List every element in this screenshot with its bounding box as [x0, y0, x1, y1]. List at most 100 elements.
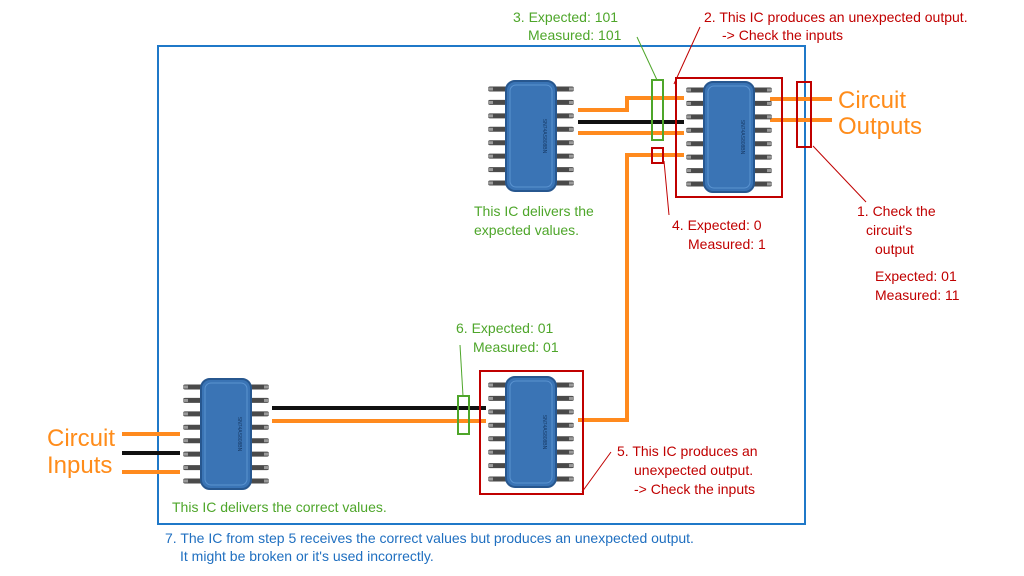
ic-top-right-pin-tip-right-8: [767, 182, 772, 186]
ic-top-left-pin-tip-left-4: [488, 127, 493, 131]
step3-callout-line: [636, 36, 658, 81]
ic-top-left: SN74AS808BN: [488, 80, 574, 192]
ic-bottom-left-pin-tip-left-7: [183, 466, 188, 470]
ic-top-left-pin-tip-right-7: [569, 168, 574, 172]
ic-bottom-left-pin-tip-right-4: [264, 425, 269, 429]
step7-line2: It might be broken or it's used incorrec…: [180, 548, 434, 564]
step1-expected: Expected: 01: [875, 268, 957, 284]
wire-bm-to-tr: [578, 153, 684, 422]
ic-bottom-left-pin-tip-right-6: [264, 452, 269, 456]
step4-probe-box: [651, 147, 664, 164]
step3-probe-box: [651, 79, 664, 141]
ic-top-left-pin-tip-right-1: [569, 87, 574, 91]
ic-top-right-pin-tip-left-6: [686, 155, 691, 159]
ic-bottom-middle-pin-tip-right-8: [569, 477, 574, 481]
step2-line1: 2. This IC produces an unexpected output…: [704, 9, 968, 25]
ic-bottom-left-pin-tip-right-5: [264, 439, 269, 443]
step4-measured: Measured: 1: [688, 236, 766, 252]
ic-top-right-body: [703, 81, 755, 193]
ic-bottom-middle-pin-tip-right-7: [569, 464, 574, 468]
ic-top-right-pin-tip-right-5: [767, 142, 772, 146]
ic-top-left-pin-tip-right-3: [569, 114, 574, 118]
ic-top-left-pin-tip-left-7: [488, 168, 493, 172]
step3-expected: 3. Expected: 101: [513, 9, 618, 25]
ic-top-left-pin-tip-right-5: [569, 141, 574, 145]
ic-bottom-middle-pin-tip-left-7: [488, 464, 493, 468]
ic-bottom-left-note: This IC delivers the correct values.: [172, 499, 387, 515]
ic-top-left-pin-tip-left-2: [488, 100, 493, 104]
wire-tl-to-tr-1: [578, 96, 684, 112]
ic-top-left-bevel: [509, 84, 553, 188]
ic-top-right-pin-tip-left-1: [686, 88, 691, 92]
ic-top-right-pin-tip-left-4: [686, 128, 691, 132]
ic-bottom-left-part-label: SN74AS808BN: [236, 417, 242, 452]
ic-top-right-pin-tip-left-5: [686, 142, 691, 146]
ic-bottom-middle-pin-tip-left-1: [488, 383, 493, 387]
ic-top-right-pin-tip-right-1: [767, 88, 772, 92]
ic-bottom-left-pin-tip-right-3: [264, 412, 269, 416]
ic-bottom-left: SN74AS808BN: [183, 378, 269, 490]
ic-bottom-left-pin-tip-left-6: [183, 452, 188, 456]
ic-top-left-pin-tip-right-4: [569, 127, 574, 131]
callout-lines: [459, 26, 867, 493]
ic-bottom-middle: SN74AS808BN: [488, 376, 574, 488]
ic-bottom-middle-pin-tip-right-1: [569, 383, 574, 387]
step1-callout-line: [812, 145, 867, 203]
ic-bottom-middle-pin-tip-right-5: [569, 437, 574, 441]
ic-top-right-pin-tip-right-7: [767, 169, 772, 173]
circuit-board-frame: [157, 45, 806, 525]
ic-bottom-left-bevel: [204, 382, 248, 486]
step6-probe-box: [457, 395, 470, 435]
ic-bottom-middle-part-label: SN74AS808BN: [541, 415, 547, 450]
ic-bottom-middle-pin-tip-left-6: [488, 450, 493, 454]
highlight-boxes: [457, 77, 812, 495]
ic-top-right-pin-tip-left-8: [686, 182, 691, 186]
step5-line2: unexpected output.: [634, 462, 753, 478]
ic-bottom-left-pin-tip-right-1: [264, 385, 269, 389]
labels: Circuit Outputs Circuit Inputs 1. Check …: [47, 9, 968, 564]
ic-bottom-middle-pin-tip-right-6: [569, 450, 574, 454]
ic-bottom-left-pin-tip-left-3: [183, 412, 188, 416]
step5-callout-line: [581, 451, 612, 493]
ic-bottom-middle-pin-tip-right-3: [569, 410, 574, 414]
ic-top-left-pin-tip-left-5: [488, 141, 493, 145]
ic-top-right-bevel: [707, 85, 751, 189]
ic-bottom-middle-pin-tip-left-3: [488, 410, 493, 414]
ic-top-left-note-line1: This IC delivers the: [474, 203, 594, 219]
ic-bottom-middle-body: [505, 376, 557, 488]
ic-top-right-pin-tip-right-2: [767, 101, 772, 105]
step5-line3: -> Check the inputs: [634, 481, 755, 497]
ic-top-right-pin-tip-right-4: [767, 128, 772, 132]
ic-top-right-pin-tip-right-6: [767, 155, 772, 159]
ic-bottom-middle-bevel: [509, 380, 553, 484]
ic-bottom-left-pin-tip-left-5: [183, 439, 188, 443]
circuit-inputs-label-line1: Circuit: [47, 425, 115, 452]
ic-top-right-pin-tip-right-3: [767, 115, 772, 119]
step1-measured: Measured: 11: [875, 287, 960, 303]
step3-measured: Measured: 101: [528, 27, 622, 43]
ic-bottom-middle-pin-tip-right-4: [569, 423, 574, 427]
step7-line1: 7. The IC from step 5 receives the corre…: [165, 530, 694, 546]
circuit-inputs-label-line2: Inputs: [47, 452, 112, 479]
step1-line1: 1. Check the: [857, 203, 936, 219]
ic-bottom-middle-pin-tip-right-2: [569, 396, 574, 400]
step6-expected: 6. Expected: 01: [456, 320, 554, 336]
ic-bottom-left-pin-tip-left-2: [183, 398, 188, 402]
ic-bottom-middle-highlight: [479, 370, 584, 495]
ic-top-left-pin-tip-right-8: [569, 181, 574, 185]
ic-top-left-pin-tip-left-3: [488, 114, 493, 118]
circuit-outputs-label-line2: Outputs: [838, 113, 922, 140]
step4-expected: 4. Expected: 0: [672, 217, 762, 233]
ic-bottom-left-pin-tip-right-8: [264, 479, 269, 483]
ic-top-right-highlight: [675, 77, 783, 198]
ic-top-right-pin-tip-left-2: [686, 101, 691, 105]
ic-top-left-pin-tip-left-8: [488, 181, 493, 185]
ic-top-right-pin-tip-left-7: [686, 169, 691, 173]
ic-top-left-note-line2: expected values.: [474, 222, 579, 238]
ic-bottom-left-body: [200, 378, 252, 490]
step2-line2: -> Check the inputs: [722, 27, 843, 43]
ic-bottom-left-pin-tip-left-4: [183, 425, 188, 429]
step6-callout-line: [459, 344, 464, 397]
step6-measured: Measured: 01: [473, 339, 559, 355]
